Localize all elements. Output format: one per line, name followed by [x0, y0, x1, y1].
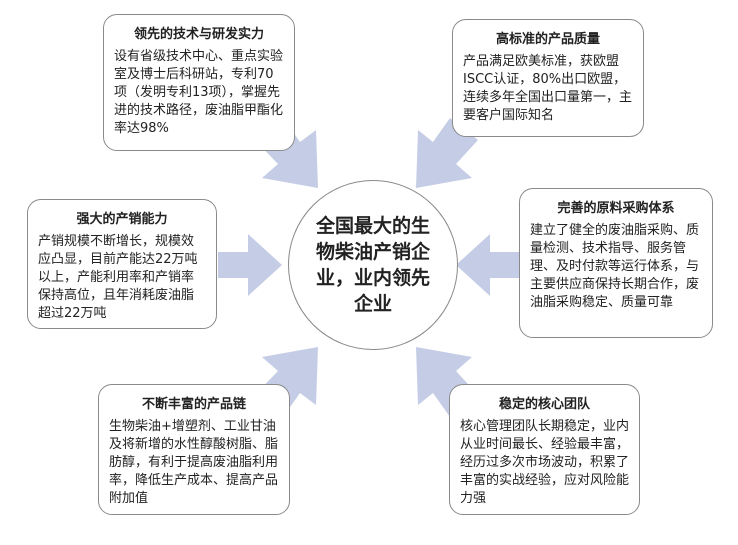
box-tech-title: 领先的技术与研发实力	[133, 27, 264, 42]
box-supply-title: 完善的原料采购体系	[557, 201, 675, 216]
box-products: 不断丰富的产品链 生物柴油+增塑剂、工业甘油及将新增的水性醇酸树脂、脂肪醇，有利…	[98, 384, 290, 515]
arrow-left	[218, 234, 282, 296]
box-sales-body: 产销规模不断增长，规模效应凸显，目前产能达22万吨以上，产能利用率和产销率保持高…	[38, 234, 198, 321]
box-tech-body: 设有省级技术中心、重点实验室及博士后科研站，专利70项（发明专利13项），掌握先…	[114, 49, 284, 136]
box-supply: 完善的原料采购体系 建立了健全的废油脂采购、质量检测、技术指导、服务管理、及时付…	[519, 188, 713, 338]
box-team-body: 核心管理团队长期稳定，业内从业时间最长、经验最丰富，经历过多次市场波动，积累了丰…	[460, 419, 630, 506]
arrow-right	[456, 234, 520, 296]
box-supply-body: 建立了健全的废油脂采购、质量检测、技术指导、服务管理、及时付款等运行体系，与主要…	[530, 223, 700, 310]
box-quality: 高标准的产品质量 产品满足欧美标准，获欧盟ISCC认证，80%出口欧盟，连续多年…	[452, 19, 644, 137]
box-quality-title: 高标准的产品质量	[495, 32, 600, 47]
box-quality-body: 产品满足欧美标准，获欧盟ISCC认证，80%出口欧盟，连续多年全国出口量第一，主…	[463, 54, 633, 123]
box-sales-title: 强大的产销能力	[76, 212, 168, 227]
box-products-body: 生物柴油+增塑剂、工业甘油及将新增的水性醇酸树脂、脂肪醇，有利于提高废油脂利用率…	[109, 419, 279, 506]
box-team-title: 稳定的核心团队	[498, 397, 590, 412]
box-products-title: 不断丰富的产品链	[141, 397, 246, 412]
box-team: 稳定的核心团队 核心管理团队长期稳定，业内从业时间最长、经验最丰富，经历过多次市…	[449, 384, 640, 515]
center-circle: 全国最大的生物柴油产销企业，业内领先企业	[288, 180, 458, 350]
center-text: 全国最大的生物柴油产销企业，业内领先企业	[315, 215, 430, 315]
box-tech: 领先的技术与研发实力 设有省级技术中心、重点实验室及博士后科研站，专利70项（发…	[103, 14, 295, 151]
box-sales: 强大的产销能力 产销规模不断增长，规模效应凸显，目前产能达22万吨以上，产能利用…	[27, 199, 217, 329]
